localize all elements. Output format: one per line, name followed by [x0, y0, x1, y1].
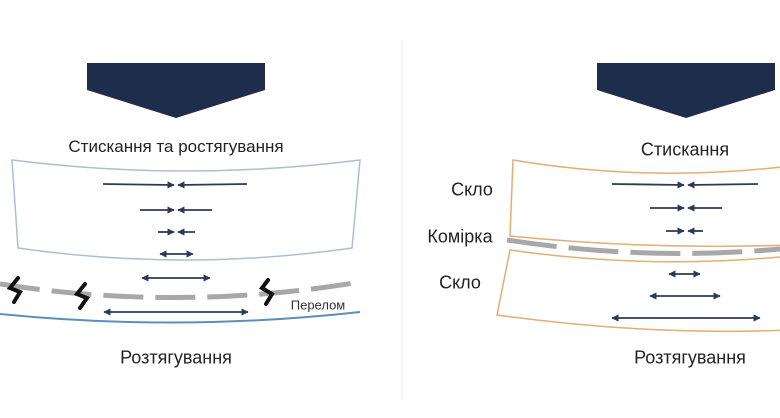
- press-arrow-left: [87, 63, 265, 118]
- interlayer-label: Комірка: [427, 226, 493, 247]
- compression-arrow: [102, 181, 175, 189]
- left-bottom-label: Розтягування: [120, 347, 232, 368]
- glass-pane-top-right: [509, 159, 780, 248]
- glass-pane-bottom-right: [496, 249, 780, 333]
- stress-arrows-left: [102, 181, 249, 316]
- fracture-icon: [73, 282, 91, 310]
- blue-support-line: [0, 311, 361, 324]
- stress-arrows-right: [611, 181, 761, 322]
- fracture-label: Перелом: [290, 297, 346, 313]
- press-arrow-right: [597, 63, 775, 118]
- fracture-marks: [6, 276, 275, 310]
- left-title: Стискання та ростягування: [68, 137, 284, 156]
- fracture-icon: [259, 278, 275, 306]
- interlayer-broken: [0, 279, 361, 300]
- compression-arrow: [611, 181, 685, 189]
- glass-pane-left: [11, 159, 361, 261]
- compression-arrow: [687, 181, 759, 189]
- glass-top-label: Скло: [451, 179, 493, 200]
- right-title: Стискання: [640, 139, 730, 160]
- right-bottom-label: Розтягування: [634, 347, 746, 368]
- glass-bottom-label: Скло: [439, 272, 481, 293]
- fracture-icon: [6, 276, 23, 304]
- interlayer-right: [506, 237, 780, 256]
- compression-arrow: [177, 181, 248, 189]
